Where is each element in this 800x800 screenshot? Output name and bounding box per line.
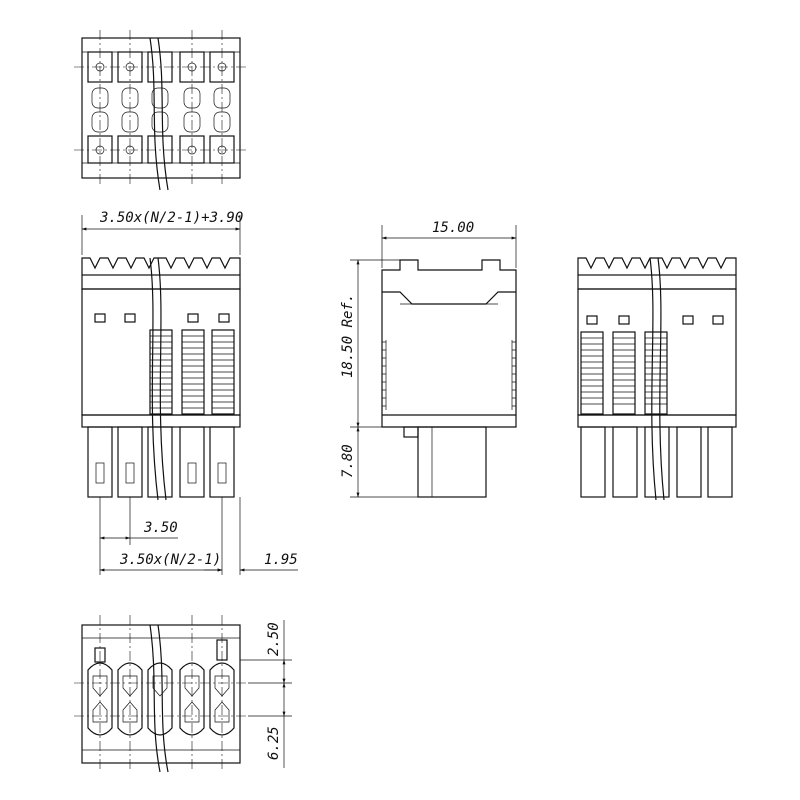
row-spacing-top-label: 2.50 [266, 622, 282, 656]
side-view [381, 259, 517, 498]
rear-view [577, 257, 737, 501]
front-ribs [149, 329, 235, 415]
pitch-label: 3.50 [143, 520, 178, 536]
pitch-total-label: 3.50x(N/2-1) [119, 552, 221, 568]
depth-label: 15.00 [432, 220, 474, 236]
front-view-dimensions: 3.50x(N/2-1)+3.90 3.50 3.50x(N/2-1) 1.95 [81, 210, 298, 575]
rear-pins [580, 426, 733, 498]
overall-width-label: 3.50x(N/2-1)+3.90 [99, 210, 243, 226]
top-view [74, 30, 248, 191]
bottom-view-cells [87, 639, 235, 736]
bottom-view [74, 615, 248, 773]
edge-offset-label: 1.95 [264, 552, 298, 568]
front-view [81, 257, 241, 501]
height-ref-label: 18.50 Ref. [340, 294, 356, 378]
row-spacing-bottom-label: 6.25 [266, 726, 282, 760]
side-view-dimensions: 15.00 18.50 Ref. 7.80 [340, 220, 517, 498]
top-view-cells [87, 51, 235, 164]
bottom-view-dimensions: 2.50 6.25 [240, 620, 292, 768]
pin-length-label: 7.80 [340, 444, 356, 478]
rear-ribs [580, 331, 668, 415]
